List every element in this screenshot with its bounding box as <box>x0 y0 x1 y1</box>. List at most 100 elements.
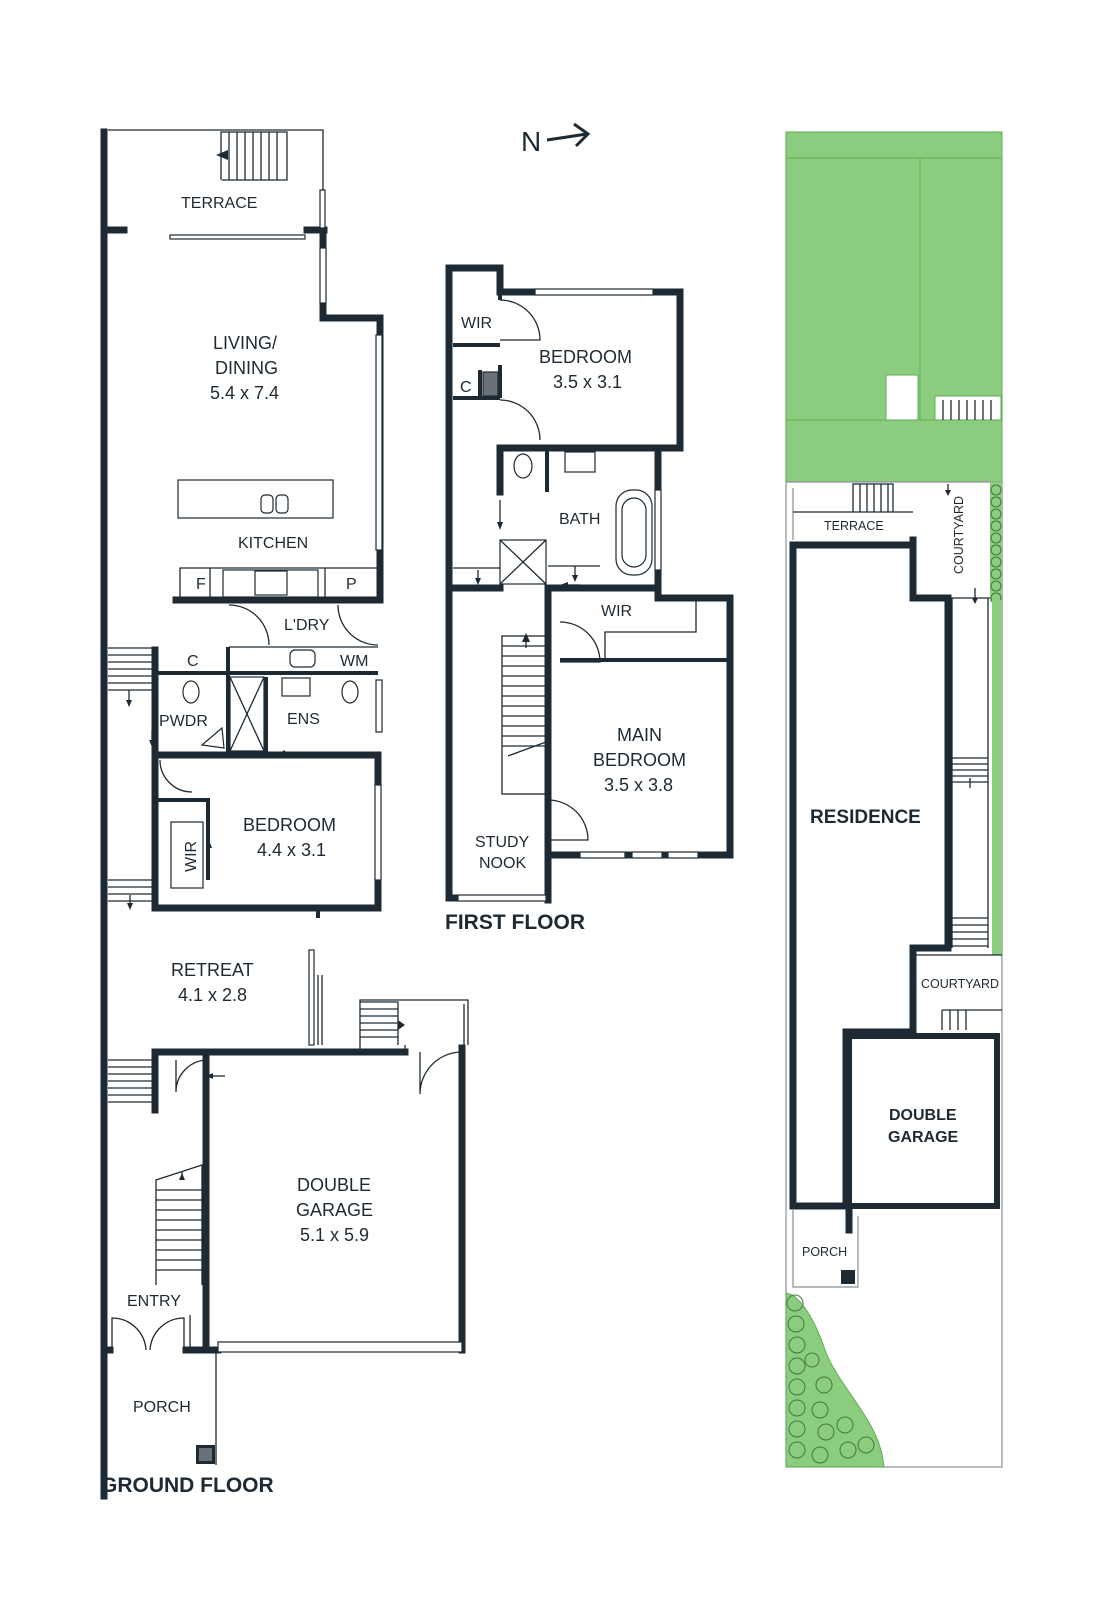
garage-dims: 5.1 x 5.9 <box>300 1225 369 1245</box>
main-bedroom-label-2: BEDROOM <box>593 750 686 770</box>
powder-basin <box>200 726 225 749</box>
first-bedroom-door <box>499 399 541 441</box>
ground-bedroom-dims: 4.4 x 3.1 <box>257 840 326 860</box>
powder-toilet <box>182 680 200 704</box>
fridge-label: F <box>196 576 206 593</box>
bedroom-door <box>159 759 193 793</box>
bath-toilet <box>513 453 533 479</box>
terrace-window <box>319 189 326 229</box>
site-boundary <box>785 481 1003 1468</box>
first-bedroom-label: BEDROOM <box>539 347 632 367</box>
entry-door-right <box>149 1317 185 1351</box>
site-porch-label: PORCH <box>802 1245 847 1259</box>
garage-label-2: GARAGE <box>296 1200 373 1220</box>
living-dining-label-2: DINING <box>215 358 278 378</box>
site-porch-post <box>841 1270 855 1284</box>
site-courtyard-side-label: COURTYARD <box>952 496 966 574</box>
first-bedroom-north-east-wall <box>496 288 684 452</box>
main-bed-east-wall <box>654 584 734 859</box>
laundry-label: L'DRY <box>284 617 330 634</box>
kitchen-island <box>177 479 334 519</box>
main-wir-label: WIR <box>601 603 632 620</box>
ground-wir-label: WIR <box>183 841 200 872</box>
retreat-dims: 4.1 x 2.8 <box>178 985 247 1005</box>
site-terrace-wall <box>789 536 917 549</box>
island-sink-left <box>260 494 274 514</box>
site-plan: TERRACE COURTYARD RESIDENCE COURTYA <box>785 131 1003 1468</box>
bath-label: BATH <box>559 511 600 528</box>
terrace-sliding-door <box>169 234 306 240</box>
first-floor-west-wall <box>445 264 504 902</box>
retreat-south-wall <box>151 1048 409 1114</box>
living-window-b <box>375 334 383 551</box>
washing-machine-label: WM <box>340 653 368 670</box>
cooktop-icon <box>254 570 288 596</box>
ensuite-toilet <box>341 680 359 704</box>
garage-side-steps <box>359 999 469 1052</box>
ensuite-vanity <box>281 677 311 697</box>
ground-porch-label: PORCH <box>133 1399 191 1416</box>
first-floor-title: FIRST FLOOR <box>445 911 585 934</box>
entry-label: ENTRY <box>127 1293 181 1310</box>
first-floor-stair <box>501 633 547 795</box>
ground-bedroom-label: BEDROOM <box>243 815 336 835</box>
lawn-shed <box>885 374 919 421</box>
ground-terrace-label: TERRACE <box>181 195 257 212</box>
first-flue <box>482 371 499 397</box>
retreat-label: RETREAT <box>171 960 254 980</box>
main-bedroom-label-1: MAIN <box>617 725 662 745</box>
kitchen-bench <box>179 567 378 600</box>
living-dining-dims: 5.4 x 7.4 <box>210 383 279 403</box>
bath-north-wall <box>496 444 662 496</box>
first-bedroom-window <box>534 288 654 296</box>
first-floor-plan: WIR C BEDROOM 3.5 x 3.1 BATH <box>445 264 734 934</box>
ground-bedroom-walls <box>151 753 322 912</box>
rear-lawn <box>785 131 1003 483</box>
garage-label-1: DOUBLE <box>297 1175 371 1195</box>
ground-floor-plan: TERRACE LIVING/ DINING 5.4 x 7.4 KITCHEN… <box>100 128 469 1500</box>
cupboard-label: C <box>187 653 199 670</box>
first-bedroom-dims: 3.5 x 3.1 <box>553 372 622 392</box>
terrace-outline <box>108 129 324 232</box>
ensuite-label: ENS <box>287 711 320 728</box>
main-wir-door <box>559 621 601 663</box>
ground-bedroom-window <box>374 784 382 881</box>
front-garden-shrubs <box>786 1294 875 1464</box>
entry-door-left <box>111 1317 147 1351</box>
side-path-steps-b <box>952 917 988 947</box>
pantry-label: P <box>346 576 357 593</box>
island-sink-right <box>275 494 289 514</box>
retreat-window <box>308 949 315 1046</box>
site-garage <box>846 1033 1000 1209</box>
living-window-a <box>319 247 327 304</box>
first-cupboard-label: C <box>460 379 472 396</box>
laundry-door-right <box>337 604 379 646</box>
bath-vanity <box>564 451 596 473</box>
compass: N <box>521 122 591 157</box>
bedroom-wir-wall <box>157 798 210 880</box>
garage-side-door <box>419 1051 463 1095</box>
garage-door <box>217 1341 463 1353</box>
garage-internal-door <box>175 1059 209 1093</box>
site-terrace-label: TERRACE <box>824 519 884 533</box>
powder-label: PWDR <box>159 713 208 730</box>
study-nook-label-2: NOOK <box>479 855 526 872</box>
side-path-steps-a <box>952 757 988 788</box>
study-window <box>457 894 547 902</box>
west-steps-a <box>108 647 155 747</box>
wir-robe <box>170 821 204 889</box>
compass-north-label: N <box>521 126 541 157</box>
first-wir-label: WIR <box>461 315 492 332</box>
terrace-stairs <box>216 131 288 181</box>
west-steps-b <box>108 879 154 910</box>
site-courtyard-label: COURTYARD <box>921 977 999 991</box>
main-bedroom-dims: 3.5 x 3.8 <box>604 775 673 795</box>
residence-west-wall <box>789 541 850 1210</box>
residence-label: RESIDENCE <box>810 807 921 828</box>
living-dining-label-1: LIVING/ <box>213 333 277 353</box>
ground-main-stair <box>155 1164 203 1285</box>
site-garage-label-2: GARAGE <box>888 1129 959 1146</box>
first-wir-door <box>499 299 541 341</box>
main-bedroom-door <box>547 799 589 841</box>
